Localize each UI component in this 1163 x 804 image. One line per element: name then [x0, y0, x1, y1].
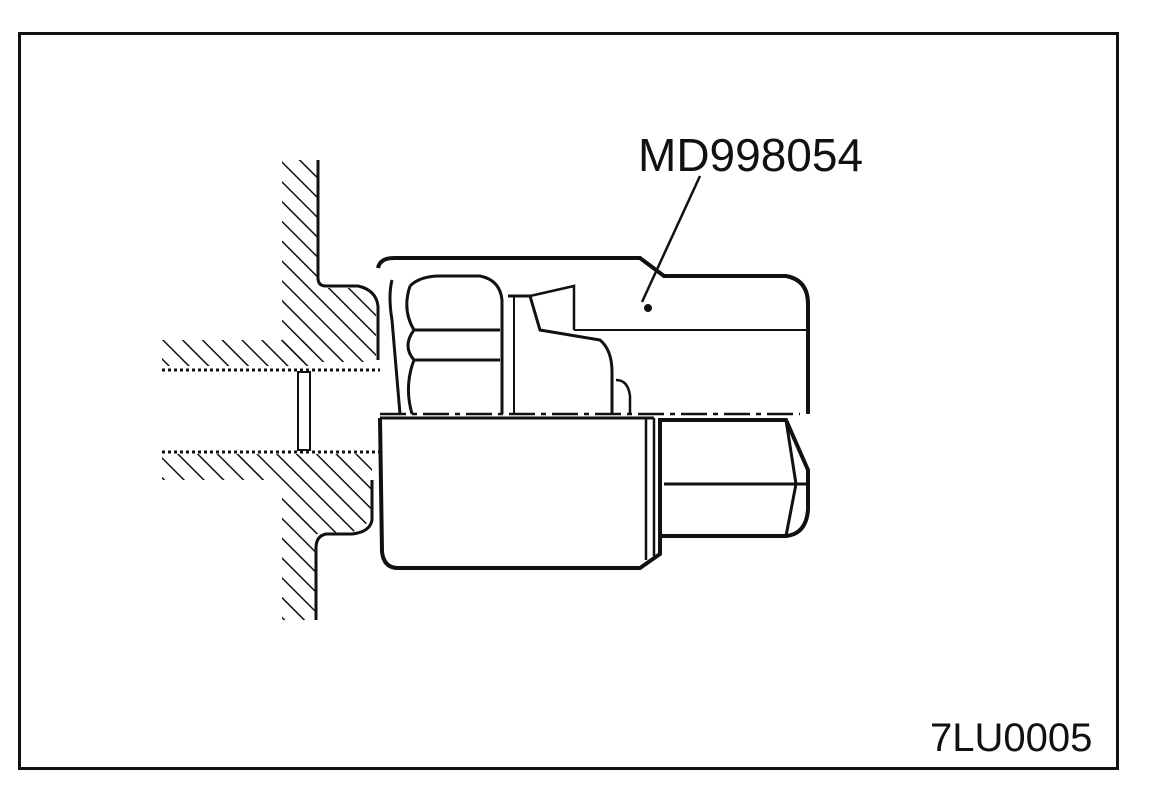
tool-part-number-label: MD998054	[638, 129, 864, 181]
figure-frame	[18, 32, 1119, 770]
housing-section	[162, 160, 380, 620]
figure-code-label: 7LU0005	[930, 716, 1093, 760]
socket-body	[376, 175, 810, 570]
